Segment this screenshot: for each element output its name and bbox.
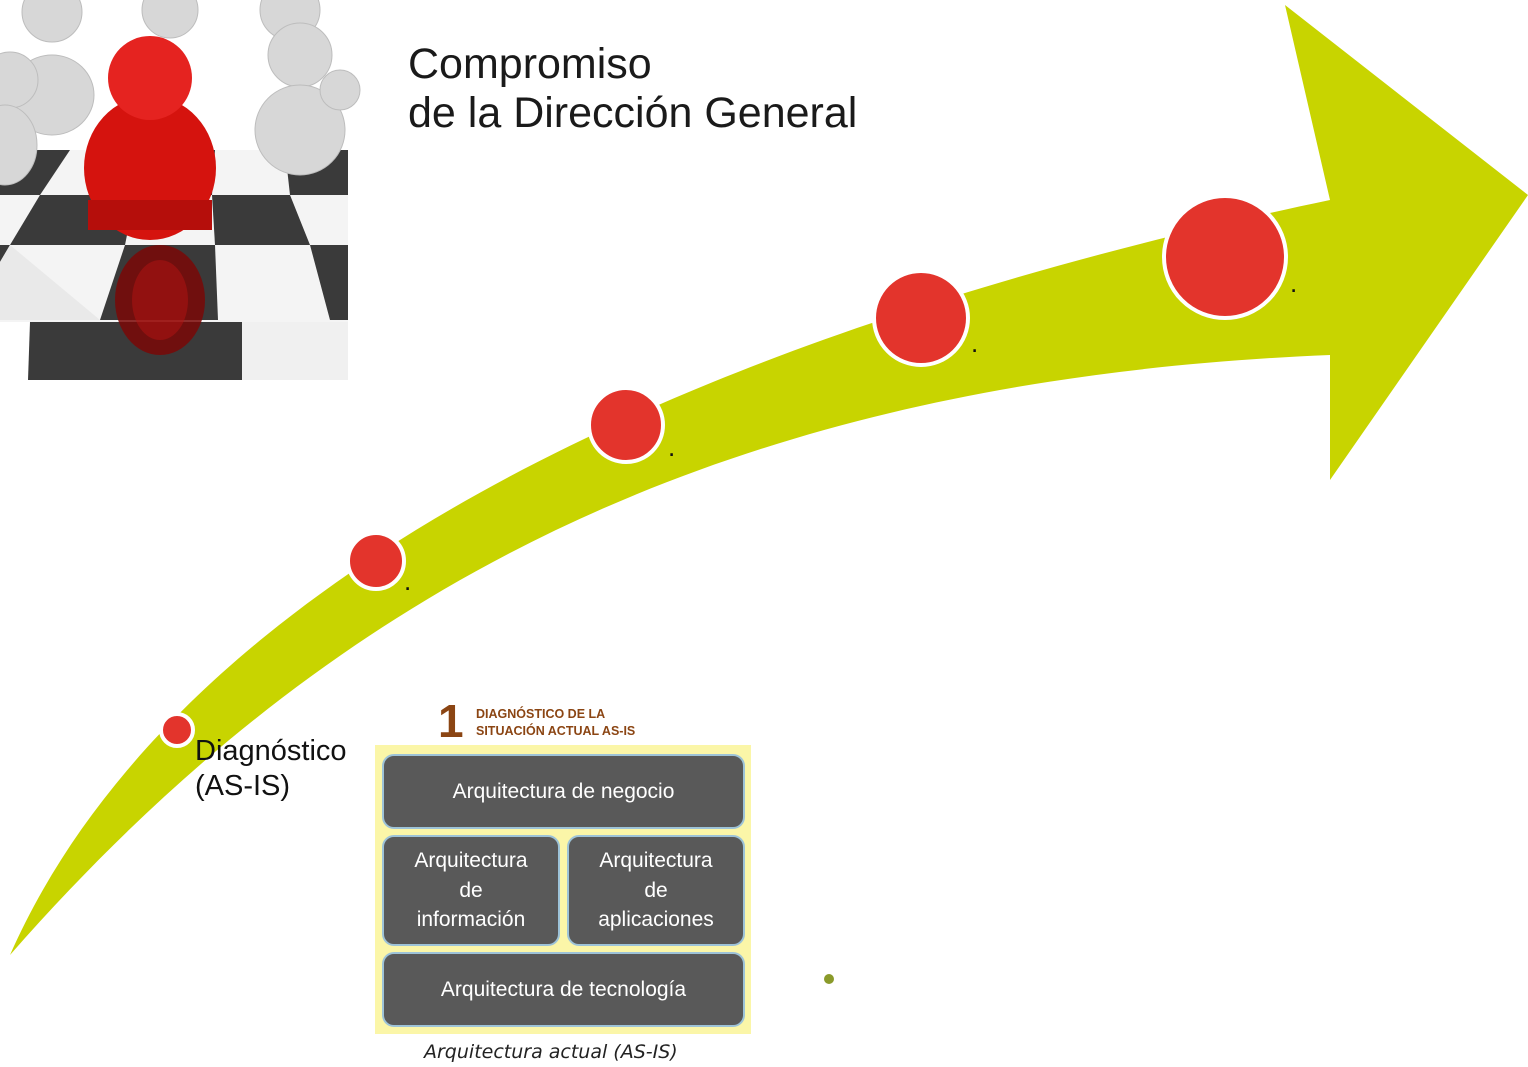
title-line-1: Compromiso	[408, 40, 652, 88]
architecture-caption: Arquitectura actual (AS-IS)	[424, 1041, 678, 1063]
milestone-dot-2[interactable]	[346, 531, 406, 591]
step-title-line-1: DIAGNÓSTICO DE LA	[476, 707, 606, 721]
milestone-dot-3[interactable]	[587, 386, 665, 464]
step-title: DIAGNÓSTICO DE LA SITUACIÓN ACTUAL AS-IS	[476, 706, 635, 740]
chess-leader-figure-icon	[0, 0, 361, 380]
milestone-label-4: .	[971, 328, 979, 358]
curved-arrow	[10, 5, 1528, 955]
step-number: 1	[438, 695, 464, 747]
step-title-line-2: SITUACIÓN ACTUAL AS-IS	[476, 723, 636, 738]
milestone-label-5: .	[1290, 268, 1298, 298]
bullet-dot-icon	[824, 974, 834, 984]
business-architecture-box[interactable]: Arquitectura de negocio	[382, 754, 745, 829]
information-architecture-box[interactable]: Arquitectura de información	[382, 835, 560, 946]
milestone-dot-5[interactable]	[1162, 194, 1288, 320]
technology-architecture-box[interactable]: Arquitectura de tecnología	[382, 952, 745, 1027]
title-line-2: de la Dirección General	[408, 89, 858, 138]
milestone-label-1: Diagnóstico (AS-IS)	[195, 735, 347, 802]
milestone-label-2: .	[404, 566, 412, 596]
applications-architecture-box[interactable]: Arquitectura de aplicaciones	[567, 835, 745, 946]
page-title: Compromiso de la Dirección General	[408, 40, 857, 139]
milestone-dot-1[interactable]	[159, 712, 195, 748]
milestone-dot-4[interactable]	[872, 269, 970, 367]
milestone-label-3: .	[668, 432, 676, 462]
